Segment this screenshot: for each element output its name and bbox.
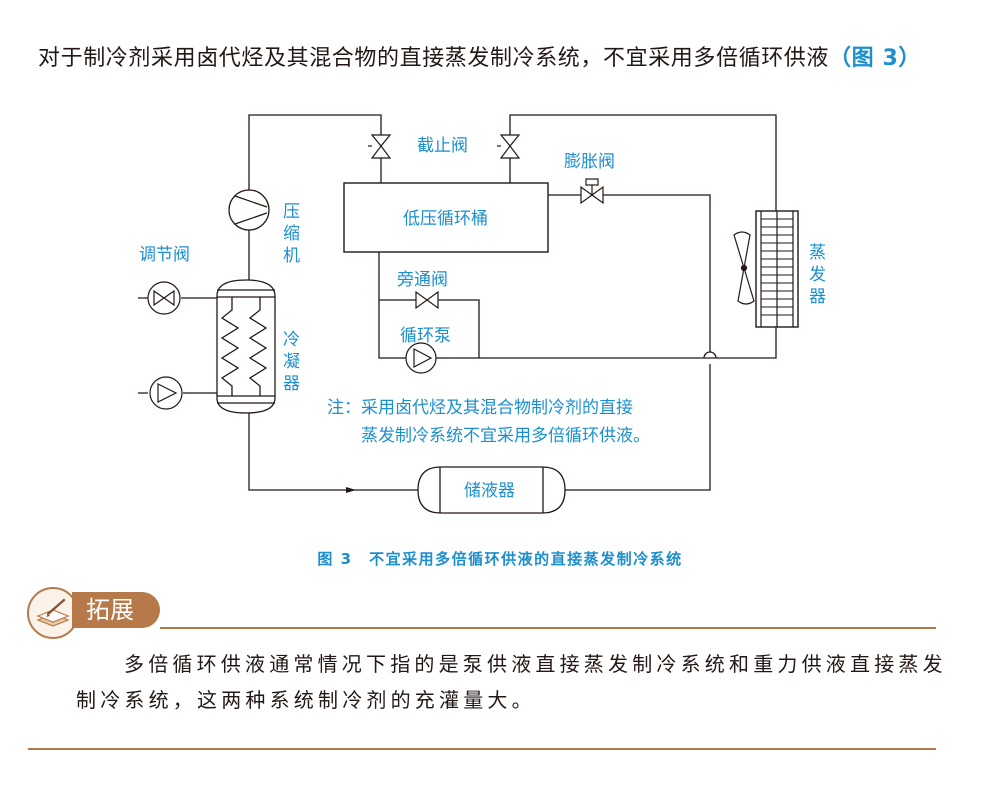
flow-arrow-icon xyxy=(346,487,356,493)
extension-divider-bottom xyxy=(28,748,936,750)
extension-text: 多倍循环供液通常情况下指的是泵供液直接蒸发制冷系统和重力供液直接蒸发制冷系统，这… xyxy=(76,652,947,712)
label-condenser: 冷凝器 xyxy=(279,330,300,396)
pipe-evaporator-return xyxy=(509,114,777,211)
refrigeration-diagram: 截止阀 膨胀阀 低压循环桶 旁通阀 循环泵 调节阀 压缩机 冷凝器 蒸发器 储液… xyxy=(138,114,826,514)
label-low-pressure-drum: 低压循环桶 xyxy=(403,209,488,229)
expansion-valve xyxy=(580,178,604,205)
pipe-compressor-top xyxy=(248,114,382,190)
label-regulating-valve: 调节阀 xyxy=(139,245,190,265)
extension-divider-top xyxy=(160,627,936,629)
pipe-crossover-arc xyxy=(703,351,717,359)
low-pressure-drum xyxy=(343,182,549,253)
label-expansion-valve: 膨胀阀 xyxy=(564,152,615,172)
intro-paragraph: 对于制冷剂采用卤代烃及其混合物的直接蒸发制冷系统，不宜采用多倍循环供液（图 3） xyxy=(38,44,978,74)
intro-text: 对于制冷剂采用卤代烃及其混合物的直接蒸发制冷系统，不宜采用多倍循环供液 xyxy=(38,46,830,71)
stop-valve-right xyxy=(497,134,521,159)
figure-caption: 图 3 不宜采用多倍循环供液的直接蒸发制冷系统 xyxy=(317,550,683,568)
label-stop-valve: 截止阀 xyxy=(417,136,468,156)
label-receiver: 储液器 xyxy=(464,481,515,501)
regulating-valve xyxy=(147,281,181,315)
evaporator xyxy=(755,210,799,328)
compressor xyxy=(228,189,270,231)
diagram-note-line-2: 蒸发制冷系统不宜采用多倍循环供液。 xyxy=(361,426,650,446)
stop-valve-left xyxy=(368,134,392,159)
label-evaporator: 蒸发器 xyxy=(805,243,826,309)
book-pen-icon xyxy=(27,587,79,639)
pipe-receiver-expansion xyxy=(548,194,711,491)
extension-title: 拓展 xyxy=(72,592,160,628)
circulation-pump xyxy=(405,342,437,374)
label-bypass-valve: 旁通阀 xyxy=(397,270,448,290)
pipe-evaporator-bottom xyxy=(378,252,777,359)
liquid-receiver xyxy=(417,466,566,514)
label-compressor: 压缩机 xyxy=(279,202,300,268)
pipe-bypass xyxy=(379,299,480,358)
label-circulation-pump: 循环泵 xyxy=(400,326,451,346)
condenser xyxy=(216,279,276,414)
evaporator-fan-icon xyxy=(733,231,755,305)
cooling-water-pump xyxy=(149,376,183,410)
pipe-condenser-receiver xyxy=(248,413,418,491)
figure-reference: （图 3） xyxy=(829,46,921,71)
bypass-valve xyxy=(415,290,439,310)
diagram-note-line-1: 注：采用卤代烃及其混合物制冷剂的直接 xyxy=(327,398,633,418)
